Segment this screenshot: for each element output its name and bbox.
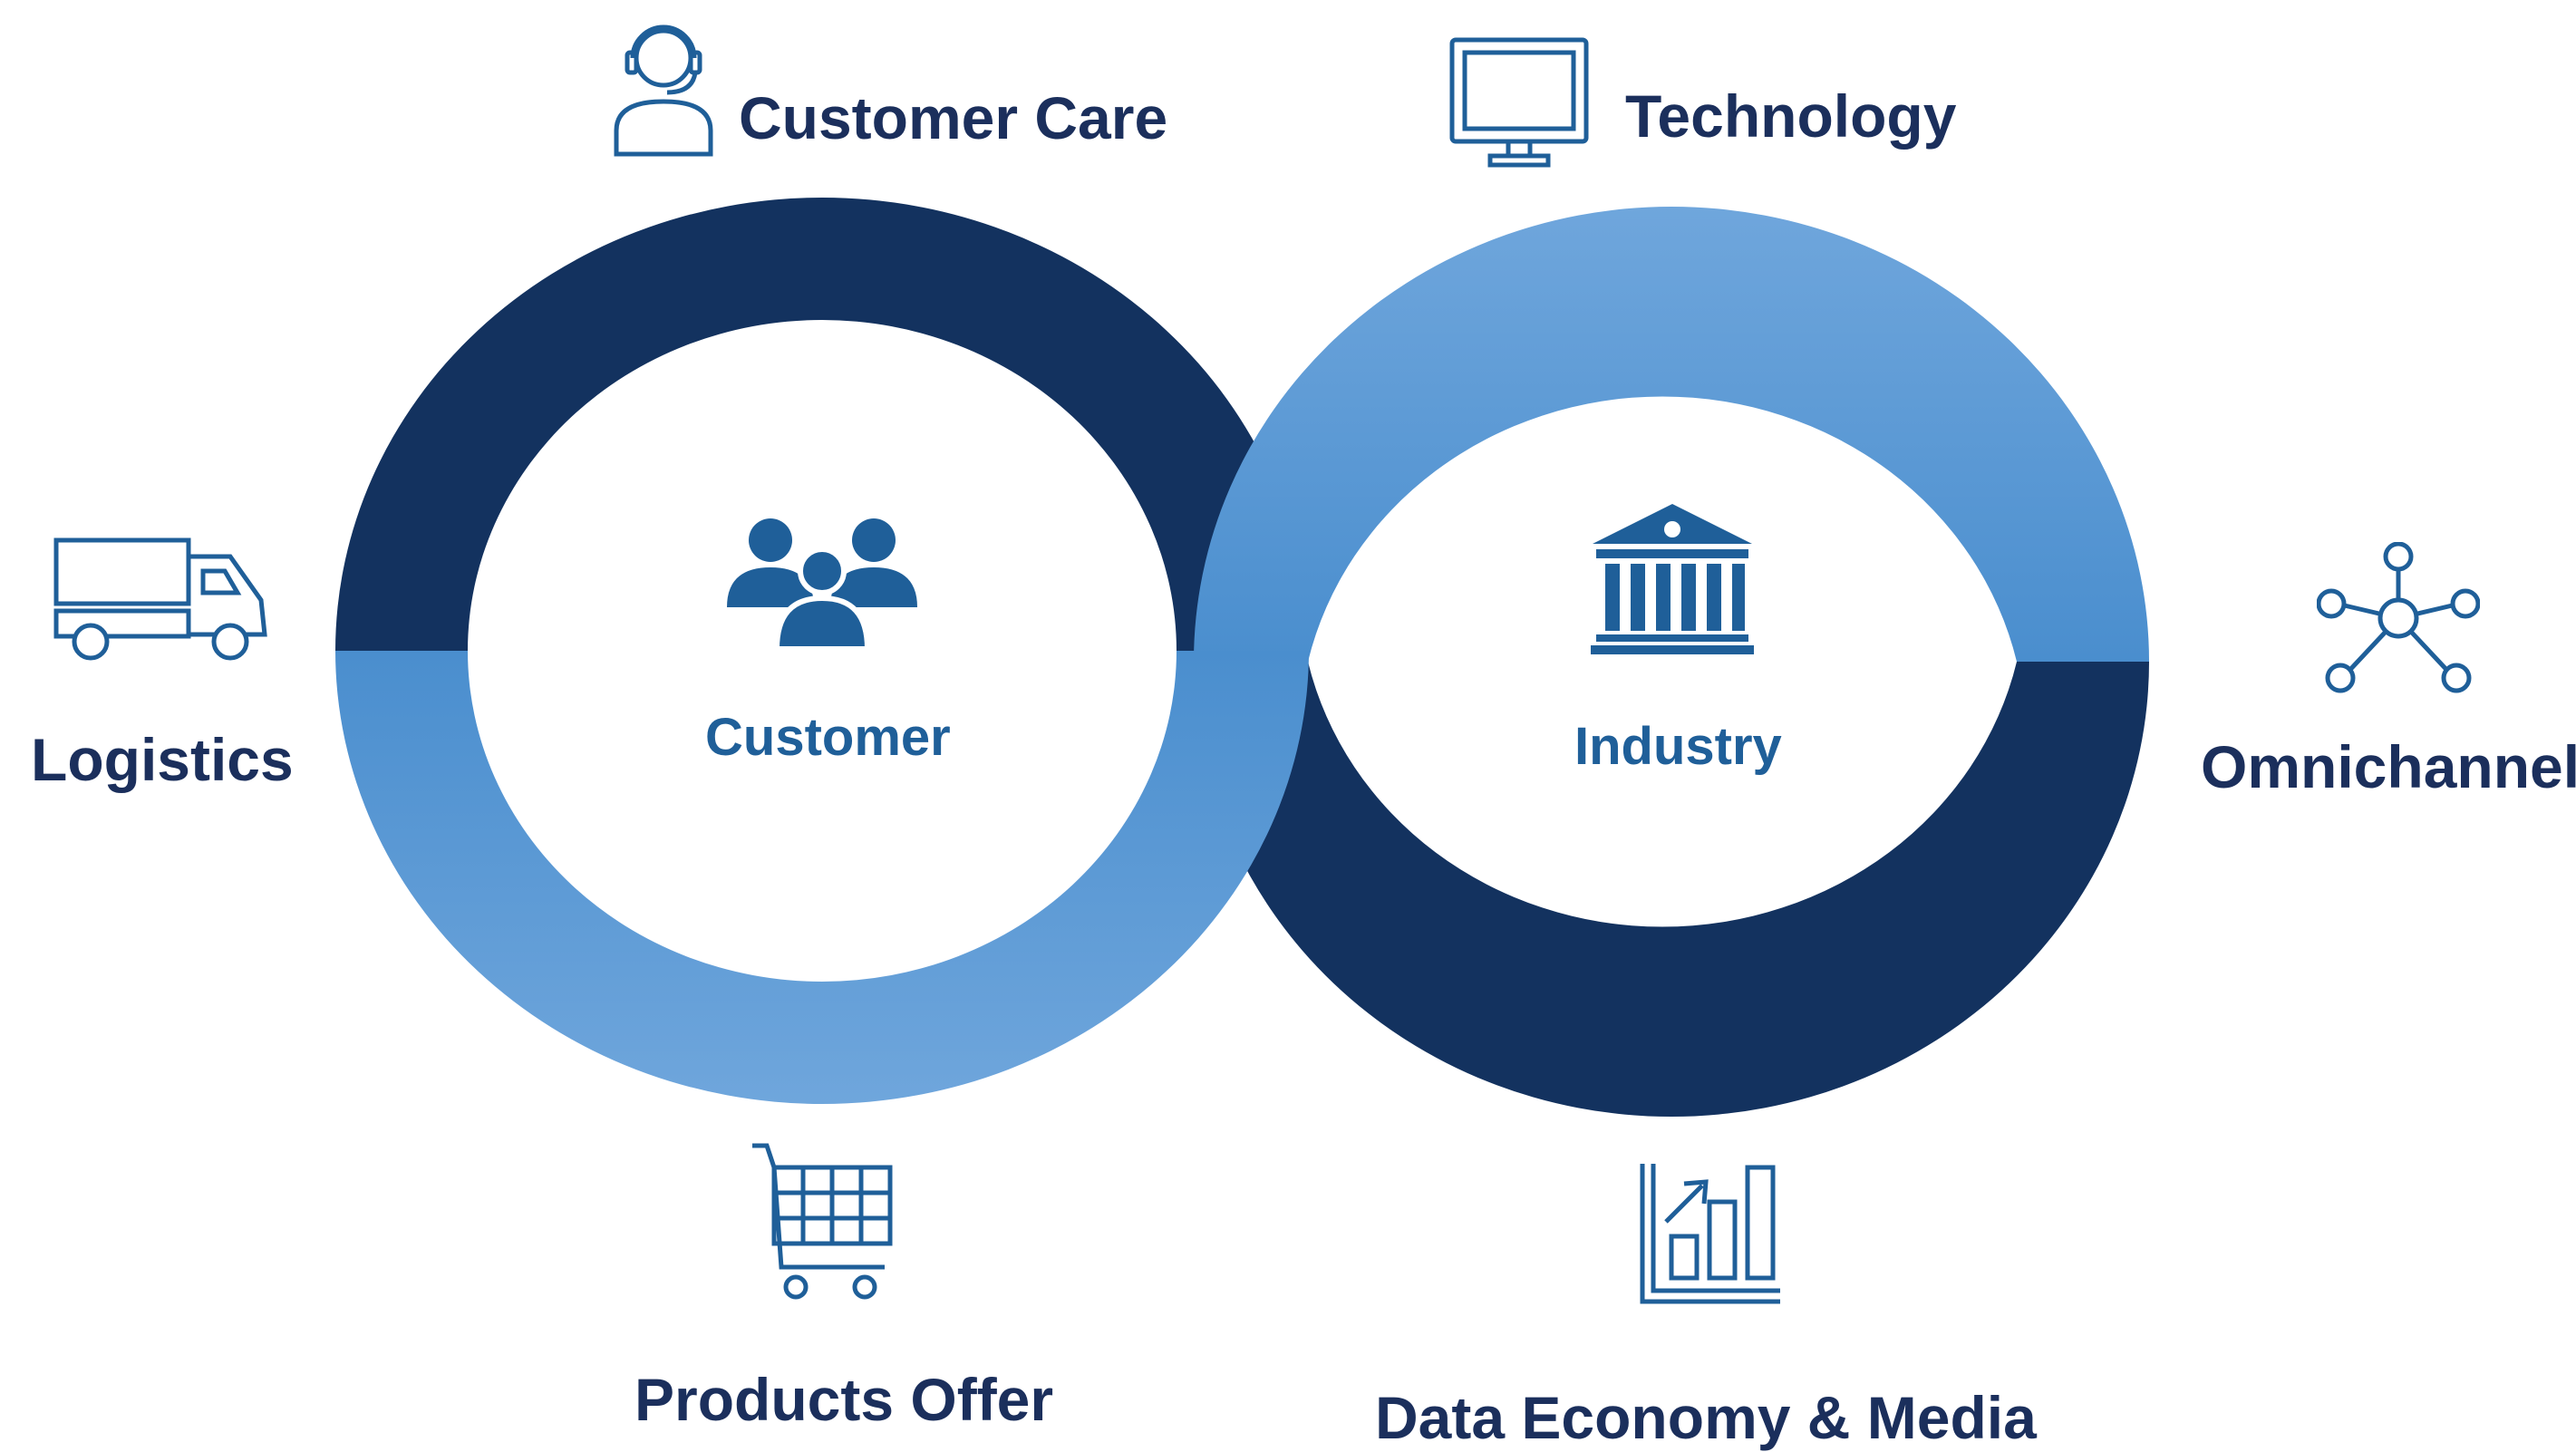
industry-center-label: Industry <box>1574 717 1782 776</box>
left-ring-bottom-arc <box>335 651 1309 1104</box>
growth-chart-icon <box>1640 1164 1780 1304</box>
headset-agent-icon <box>614 24 713 157</box>
products-offer-label: Products Offer <box>634 1366 1054 1433</box>
network-hub-icon <box>2317 542 2480 693</box>
right-ring-top-arc <box>1194 207 2149 662</box>
shopping-cart-icon <box>752 1143 893 1300</box>
customer-care-label: Customer Care <box>739 84 1168 151</box>
technology-label: Technology <box>1625 82 1957 150</box>
people-group-icon <box>727 518 917 651</box>
logistics-label: Logistics <box>31 726 294 793</box>
omnichannel-label: Omnichannel <box>2201 733 2576 800</box>
delivery-truck-icon <box>53 537 267 661</box>
bank-building-icon <box>1591 504 1754 654</box>
monitor-icon <box>1449 37 1589 168</box>
data-economy-media-label: Data Economy & Media <box>1375 1384 2037 1451</box>
customer-center-label: Customer <box>705 708 951 767</box>
left-ring-top-arc <box>335 198 1309 651</box>
right-ring-bottom-arc <box>1194 662 2149 1117</box>
